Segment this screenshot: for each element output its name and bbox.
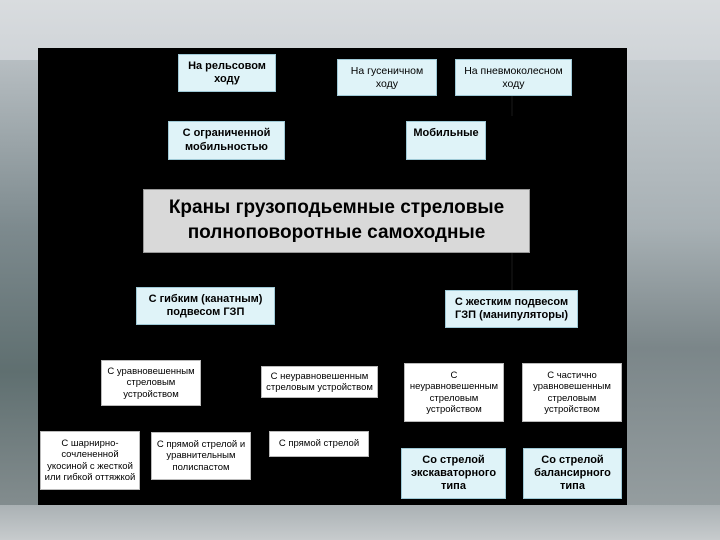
- main-title-label: Краны грузоподьемные стреловые полнопово…: [168, 197, 505, 243]
- background-city-left: [0, 60, 38, 540]
- node-limited-mobility: С ограниченной мобильностью: [168, 121, 285, 160]
- diagram-panel: [38, 48, 627, 505]
- node-crawler-label: На гусеничном ходу: [350, 64, 424, 90]
- node-main-title: Краны грузоподьемные стреловые полнопово…: [143, 189, 530, 253]
- node-rigid-suspension: С жестким подвесом ГЗП (манипуляторы): [445, 290, 578, 328]
- node-mobile: Мобильные: [406, 121, 486, 160]
- node-mobile-label: Мобильные: [413, 127, 479, 139]
- node-balancer-boom: Со стрелой балансирного типа: [523, 448, 622, 499]
- node-pneumatic-label: На пневмоколесном ходу: [464, 64, 563, 90]
- node-straight-boom-polyspast: С прямой стрелой и уравнительным полиспа…: [151, 432, 251, 480]
- node-balanced-boom: С уравновешенным стреловым устройством: [101, 360, 201, 406]
- node-rigid-suspension-label: С жестким подвесом ГЗП (манипуляторы): [454, 295, 569, 321]
- node-balanced-boom-label: С уравновешенным стреловым устройством: [107, 365, 195, 400]
- node-rigid-unbalanced-boom-label: С неуравновешенным стреловым устройством: [409, 369, 499, 415]
- node-straight-boom-label: С прямой стрелой: [278, 438, 360, 450]
- node-limited-mobility-label: С ограниченной мобильностью: [182, 127, 271, 153]
- node-straight-boom: С прямой стрелой: [269, 431, 369, 457]
- node-excavator-boom-label: Со стрелой экскаваторного типа: [410, 453, 497, 493]
- node-articulated-jib: С шарнирно- сочлененной укосиной с жестк…: [40, 431, 140, 490]
- node-rail: На рельсовом ходу: [178, 54, 276, 92]
- background-city-bottom: [0, 505, 720, 540]
- node-crawler: На гусеничном ходу: [337, 59, 437, 96]
- node-flexible-suspension: С гибким (канатным) подвесом ГЗП: [136, 287, 275, 325]
- node-articulated-jib-label: С шарнирно- сочлененной укосиной с жестк…: [44, 437, 136, 483]
- node-unbalanced-boom: С неуравновешенным стреловым устройством: [261, 366, 378, 398]
- background-city-right: [627, 60, 720, 540]
- node-partially-balanced-boom-label: С частично уравновешенным стреловым устр…: [533, 369, 611, 415]
- node-balancer-boom-label: Со стрелой балансирного типа: [534, 453, 611, 493]
- node-flexible-suspension-label: С гибким (канатным) подвесом ГЗП: [148, 292, 263, 318]
- node-straight-boom-polyspast-label: С прямой стрелой и уравнительным полиспа…: [156, 438, 246, 473]
- node-excavator-boom: Со стрелой экскаваторного типа: [401, 448, 506, 499]
- node-rigid-unbalanced-boom: С неуравновешенным стреловым устройством: [404, 363, 504, 422]
- node-rail-label: На рельсовом ходу: [188, 59, 266, 85]
- node-partially-balanced-boom: С частично уравновешенным стреловым устр…: [522, 363, 622, 422]
- node-pneumatic: На пневмоколесном ходу: [455, 59, 572, 96]
- node-unbalanced-boom-label: С неуравновешенным стреловым устройством: [266, 370, 373, 393]
